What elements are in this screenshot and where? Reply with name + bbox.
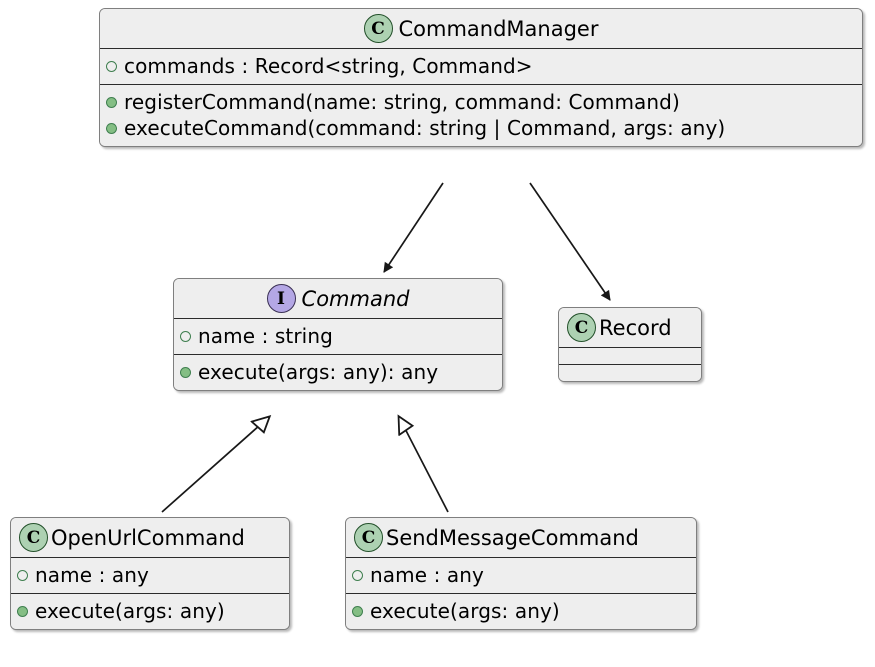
method-label: execute(args: any)	[370, 599, 560, 623]
class-name-record: Record	[599, 315, 672, 340]
class-box-record[interactable]: C Record	[558, 307, 702, 382]
method-visibility-icon	[17, 605, 28, 617]
methods-compartment-open-url-command: execute(args: any)	[11, 593, 289, 629]
interface-header-command: I Command	[174, 279, 502, 318]
class-stereotype-icon: C	[567, 313, 596, 342]
method-label: registerCommand(name: string, command: C…	[124, 90, 680, 114]
field-visibility-icon	[106, 60, 117, 72]
class-box-command-manager[interactable]: C CommandManager commands : Record<strin…	[99, 8, 863, 147]
class-header-record: C Record	[559, 308, 701, 347]
edge-sendmessage-to-command	[399, 417, 449, 513]
class-header-open-url-command: C OpenUrlCommand	[11, 518, 289, 557]
class-stereotype-icon: C	[354, 523, 383, 552]
method-row: executeCommand(command: string | Command…	[106, 115, 856, 141]
method-visibility-icon	[106, 96, 117, 108]
fields-compartment-command-manager: commands : Record<string, Command>	[100, 48, 862, 84]
field-label: commands : Record<string, Command>	[124, 54, 533, 78]
method-visibility-icon	[180, 366, 191, 378]
edge-manager-to-record	[529, 182, 611, 301]
field-row: name : any	[352, 562, 690, 588]
class-name-send-message-command: SendMessageCommand	[386, 525, 639, 550]
methods-compartment-command: execute(args: any): any	[174, 354, 502, 390]
class-stereotype-icon: C	[19, 523, 48, 552]
class-header-command-manager: C CommandManager	[100, 9, 862, 48]
fields-compartment-open-url-command: name : any	[11, 557, 289, 593]
class-header-send-message-command: C SendMessageCommand	[346, 518, 696, 557]
methods-compartment-send-message-command: execute(args: any)	[346, 593, 696, 629]
fields-compartment-send-message-command: name : any	[346, 557, 696, 593]
edge-openurl-to-command	[161, 417, 269, 513]
class-name-open-url-command: OpenUrlCommand	[51, 525, 245, 550]
field-visibility-icon	[352, 569, 363, 581]
method-row: execute(args: any): any	[180, 359, 496, 385]
fields-compartment-record	[559, 347, 701, 364]
interface-box-command[interactable]: I Command name : string execute(args: an…	[173, 278, 503, 391]
method-row: registerCommand(name: string, command: C…	[106, 89, 856, 115]
method-row: execute(args: any)	[17, 598, 283, 624]
methods-compartment-command-manager: registerCommand(name: string, command: C…	[100, 84, 862, 146]
methods-compartment-record	[559, 364, 701, 381]
field-row: name : string	[180, 323, 496, 349]
edge-manager-to-command	[383, 182, 444, 273]
field-row: name : any	[17, 562, 283, 588]
interface-name-command: Command	[301, 286, 410, 311]
field-label: name : any	[35, 563, 149, 587]
field-label: name : string	[198, 324, 333, 348]
method-label: execute(args: any): any	[198, 360, 439, 384]
field-visibility-icon	[17, 569, 28, 581]
class-box-send-message-command[interactable]: C SendMessageCommand name : any execute(…	[345, 517, 697, 630]
method-visibility-icon	[352, 605, 363, 617]
method-label: execute(args: any)	[35, 599, 225, 623]
field-row: commands : Record<string, Command>	[106, 53, 856, 79]
fields-compartment-command: name : string	[174, 318, 502, 354]
class-stereotype-icon: C	[363, 14, 393, 43]
class-name-command-manager: CommandManager	[398, 16, 599, 41]
field-visibility-icon	[180, 330, 191, 342]
interface-stereotype-icon: I	[266, 284, 296, 313]
class-box-open-url-command[interactable]: C OpenUrlCommand name : any execute(args…	[10, 517, 290, 630]
method-label: executeCommand(command: string | Command…	[124, 116, 726, 140]
field-label: name : any	[370, 563, 484, 587]
method-row: execute(args: any)	[352, 598, 690, 624]
method-visibility-icon	[106, 122, 117, 134]
